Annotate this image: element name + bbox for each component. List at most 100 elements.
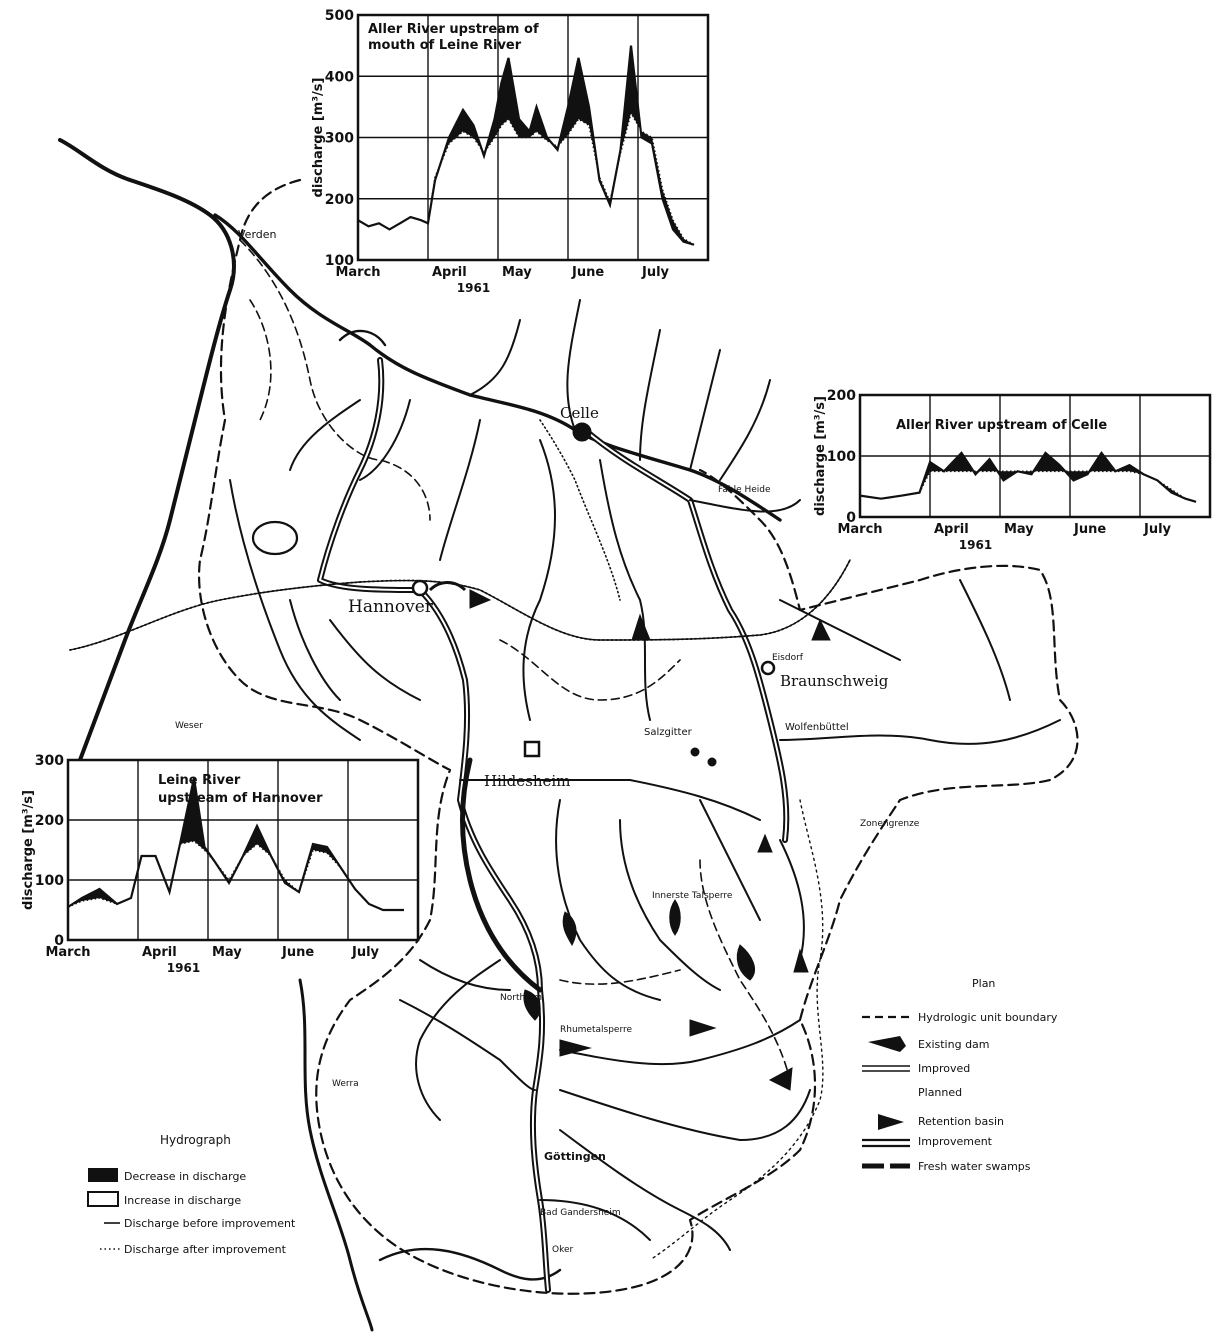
chart-title: upstream of Hannover [158,791,323,806]
label-wolfenbuttel: Wolfenbüttel [785,722,849,733]
tributary [719,379,771,481]
tributary [699,799,761,921]
map-symbols [411,422,831,1091]
month-label: June [281,945,314,960]
celle-city-marker [572,422,592,442]
y-axis-label: discharge [m³/s] [813,396,828,516]
month-label: June [571,265,604,280]
tributary [555,799,661,1001]
legend-increase: Increase in discharge [124,1194,241,1207]
legend-before: Discharge before improvement [124,1217,296,1230]
oxbow [338,329,387,347]
label-innerste-talsperre: Innerste Talsperre [652,891,733,901]
tributary [439,419,481,561]
tributary [559,1129,731,1251]
zonal-border [649,799,824,1261]
legend-after: Discharge after improvement [124,1243,287,1256]
existing-dam-icon [736,944,755,981]
tributary [419,959,511,991]
x-axis-label: 1961 [167,961,200,975]
label-fahle-heide: Fahle Heide [718,485,771,495]
retention-basin-icon [793,948,809,973]
sub-boundary-5 [249,299,272,421]
series-before-line [67,777,404,912]
decrease-area [68,778,404,910]
label-oker: Oker [552,1245,574,1255]
y-tick-label: 200 [325,192,354,208]
series-before-line [357,45,695,246]
tributary [566,299,581,431]
month-label: May [212,945,242,960]
label-werra: Werra [332,1079,359,1089]
y-tick-label: 0 [846,510,856,526]
chart-title: mouth of Leine River [368,38,522,53]
chart-frame [66,758,420,942]
chart-title: Aller River upstream of Celle [896,418,1107,433]
y-tick-label: 0 [54,933,64,949]
oker-river-inner [584,429,788,841]
tributary [779,839,805,961]
month-label: July [641,265,670,280]
label-verden: Verden [238,228,277,241]
tributary [779,599,901,661]
month-label: March [837,522,882,537]
month-label: May [1004,522,1034,537]
increase-swatch [87,1191,119,1207]
retention-basin-icon [469,589,492,609]
existing-dam-icon [669,899,681,936]
legend-planned: Planned [918,1086,962,1099]
railway-line [69,559,851,651]
decrease-swatch [88,1168,118,1182]
weser-river-south [298,978,374,1332]
month-label: April [432,265,467,280]
tributary [289,399,361,471]
month-label: March [45,945,90,960]
tributary [469,319,521,396]
existing-dam-icon [689,1019,717,1037]
y-tick-label: 300 [35,753,64,769]
y-tick-label: 100 [35,873,64,889]
legend-swamps: Fresh water swamps [918,1160,1031,1173]
month-label: March [335,265,380,280]
y-tick-label: 500 [325,8,354,24]
label-bad-gandersheim: Bad Gandersheim [540,1208,621,1218]
tributary [415,959,501,1121]
tributary [619,819,721,991]
label-hannover: Hannover [348,597,434,617]
y-tick-label: 200 [827,388,856,404]
sub-boundary-2 [499,639,681,701]
place-labels: Verden Celle Hannover Braunschweig Wolfe… [175,228,920,1255]
chart-title: Leine River [158,773,241,788]
tributary [959,579,1011,701]
braunschweig-city-marker [760,660,776,676]
y-tick-label: 400 [325,69,354,85]
hildesheim-city-marker [523,740,541,758]
label-salzgitter: Salzgitter [644,727,693,738]
label-weser: Weser [175,721,203,731]
tributary [689,349,721,471]
label-zonengrenze: Zonengrenze [860,819,920,829]
hydrograph-legend-title: Hydrograph [160,1133,231,1147]
y-tick-label: 100 [827,449,856,465]
plan-legend: Plan Hydrologic unit boundary Existing d… [862,977,1058,1173]
month-label: July [351,945,380,960]
tributary [689,499,801,513]
existing-dam-swatch [868,1036,906,1052]
month-label: June [1073,522,1106,537]
y-tick-label: 300 [325,131,354,147]
y-axis-label: discharge [m³/s] [21,790,36,910]
tributary [329,619,421,701]
plan-legend-title: Plan [972,977,995,990]
y-tick-label: 200 [35,813,64,829]
hydrograph-legend: Hydrograph Decrease in discharge Increas… [87,1133,296,1256]
retention-basin-icon [631,613,651,641]
weser-river [58,138,236,762]
legend-existing-dam: Existing dam [918,1038,990,1051]
label-northeim: Northeim [500,993,542,1003]
tributary [639,329,661,461]
innerste-river [460,757,543,993]
y-axis-label: discharge [m³/s] [311,78,326,198]
tributary [229,479,361,741]
